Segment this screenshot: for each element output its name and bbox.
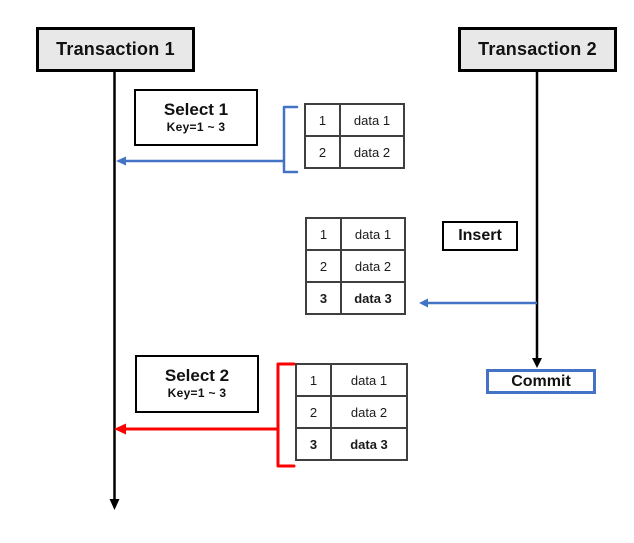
transaction1-label: Transaction 1: [56, 39, 175, 59]
transaction1-lifeline-arrowhead: [109, 499, 120, 510]
cell-value: data 2: [340, 249, 406, 283]
commit-box: Commit: [486, 369, 596, 394]
insert-arrowhead: [419, 298, 428, 308]
result-table-insert: 1 data 1 2 data 2 3 data 3: [305, 217, 406, 315]
select2-result-bracket: [276, 362, 296, 468]
cell-key: 2: [304, 135, 341, 169]
cell-key: 2: [295, 395, 332, 429]
select2-box: Select 2 Key=1 ~ 3: [135, 355, 259, 413]
transaction1-box: Transaction 1: [36, 27, 195, 72]
table-row-phantom: 3 data 3: [295, 427, 408, 461]
table-row: 1 data 1: [295, 363, 408, 397]
result-table-select2: 1 data 1 2 data 2 3 data 3: [295, 363, 408, 461]
result-table-select1: 1 data 1 2 data 2: [304, 103, 405, 169]
cell-value-inserted: data 3: [340, 281, 406, 315]
cell-key-phantom: 3: [295, 427, 332, 461]
cell-key: 1: [295, 363, 332, 397]
select2-key-range: Key=1 ~ 3: [167, 386, 227, 401]
table-row: 1 data 1: [305, 217, 406, 251]
table-row: 2 data 2: [304, 135, 405, 169]
table-row: 2 data 2: [295, 395, 408, 429]
select1-result-arrowhead: [116, 156, 126, 166]
select1-box: Select 1 Key=1 ~ 3: [134, 89, 258, 146]
cell-value: data 1: [339, 103, 405, 137]
transaction2-lifeline-arrowhead: [532, 358, 542, 368]
cell-key: 2: [305, 249, 342, 283]
cell-key: 1: [304, 103, 341, 137]
cell-key-inserted: 3: [305, 281, 342, 315]
table-row: 1 data 1: [304, 103, 405, 137]
insert-label: Insert: [458, 227, 502, 244]
select1-key-range: Key=1 ~ 3: [166, 119, 226, 134]
transaction2-label: Transaction 2: [478, 39, 597, 59]
select1-result-bracket: [282, 105, 299, 174]
select2-title: Select 2: [164, 366, 230, 385]
table-row: 2 data 2: [305, 249, 406, 283]
insert-box: Insert: [442, 221, 518, 251]
select2-result-arrowhead: [114, 423, 126, 435]
cell-value-phantom: data 3: [330, 427, 408, 461]
cell-value: data 1: [330, 363, 408, 397]
table-row-inserted: 3 data 3: [305, 281, 406, 315]
transaction2-box: Transaction 2: [458, 27, 617, 72]
cell-value: data 2: [330, 395, 408, 429]
commit-label: Commit: [511, 372, 571, 390]
cell-value: data 2: [339, 135, 405, 169]
cell-key: 1: [305, 217, 342, 251]
select1-title: Select 1: [163, 99, 229, 119]
cell-value: data 1: [340, 217, 406, 251]
